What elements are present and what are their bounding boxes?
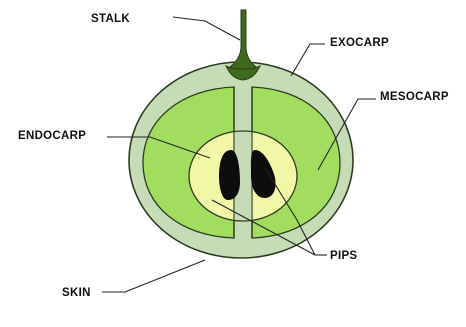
exocarp-leader <box>291 44 325 76</box>
stalk-leader <box>173 17 240 40</box>
label-exocarp: EXOCARP <box>330 37 389 49</box>
pip-left <box>219 150 240 200</box>
label-stalk: STALK <box>91 13 130 25</box>
label-endocarp: ENDOCARP <box>18 130 86 142</box>
label-skin: SKIN <box>62 287 91 299</box>
label-mesocarp: MESOCARP <box>380 91 449 103</box>
label-pips: PIPS <box>330 250 357 262</box>
skin-leader <box>102 260 205 292</box>
